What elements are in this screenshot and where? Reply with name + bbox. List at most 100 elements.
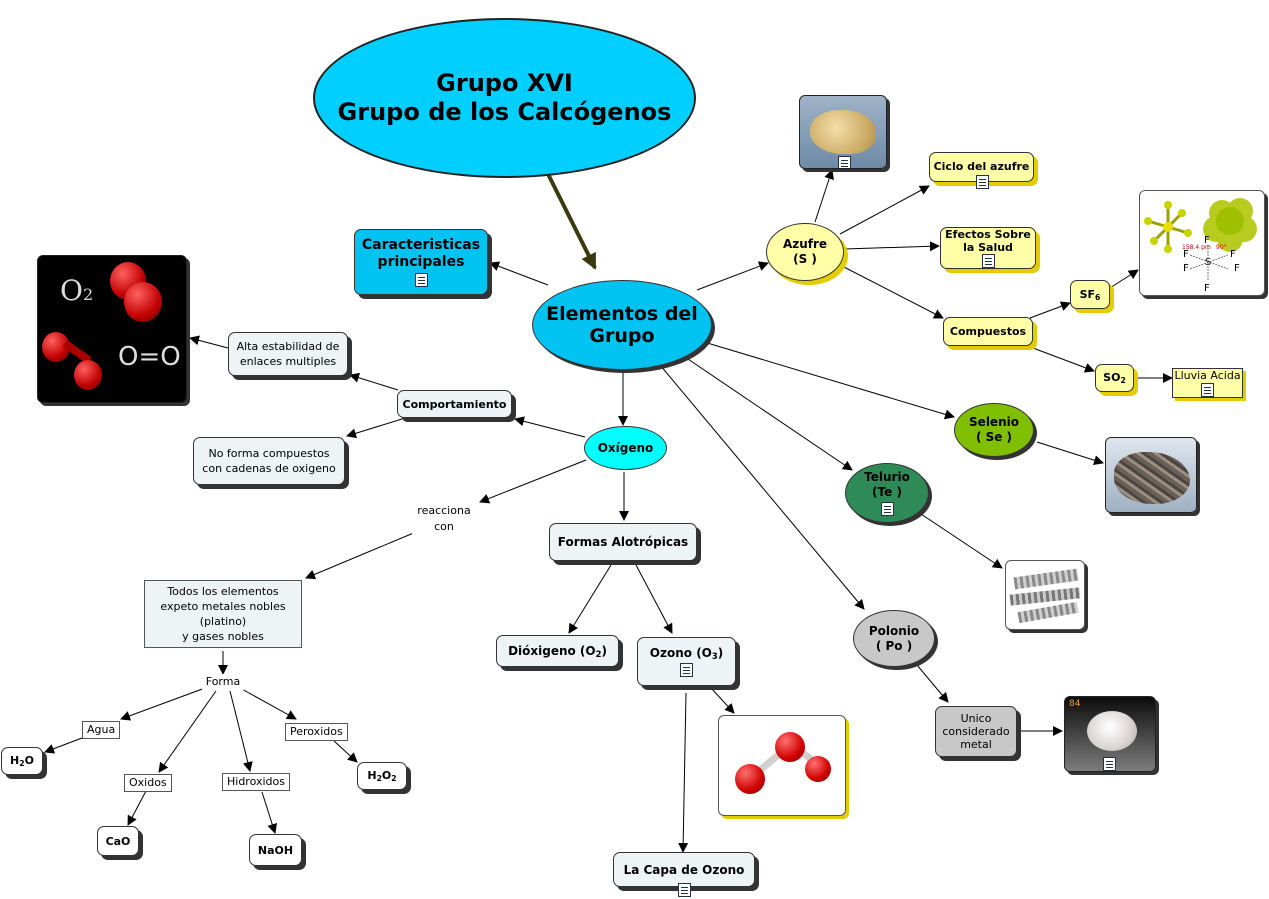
sf6-sub: 6 (1095, 292, 1101, 302)
azufre-line1: Azufre (782, 237, 828, 251)
arrow-comportamiento-alta (349, 372, 399, 391)
caracteristicas-line1: Caracteristicas (361, 237, 481, 253)
polonio-line2: ( Po ) (875, 638, 913, 653)
ozono-end: ) (717, 646, 724, 660)
ozono-sub: 3 (711, 651, 718, 661)
h2o2-formula: H2O2 (367, 769, 396, 783)
dioxigeno-node[interactable]: Dióxigeno (O2) (496, 635, 619, 667)
agua-label: Agua (82, 721, 121, 739)
tellurium-crystal (1013, 568, 1079, 590)
so2-node[interactable]: SO2 (1095, 364, 1134, 392)
noforma-node[interactable]: No forma compuestos con cadenas de oxige… (193, 437, 345, 485)
dioxigeno-base: Dióxigeno (O (508, 643, 596, 658)
document-icon[interactable] (1201, 383, 1214, 397)
ozone-atom (775, 732, 805, 762)
selenio-node[interactable]: Selenio ( Se ) (954, 403, 1034, 457)
arrow-center-azufre (696, 261, 769, 291)
cao-node[interactable]: CaO (97, 826, 139, 856)
arrow-polonio-unico (916, 664, 949, 703)
document-icon[interactable] (976, 175, 989, 189)
ciclo-node[interactable]: Ciclo del azufre (929, 152, 1034, 189)
selenium-rock (1114, 452, 1190, 504)
arrow-formas-ozono (635, 564, 673, 634)
h2o2-a: H (367, 769, 377, 782)
document-icon[interactable] (880, 502, 894, 516)
telurio-line2: (Te ) (872, 485, 902, 499)
ciclo-label: Ciclo del azufre (933, 160, 1030, 173)
lluvia-node[interactable]: Lluvia Acida (1172, 368, 1243, 398)
arrow-oxidos-cao (127, 790, 147, 826)
h2o2-node[interactable]: H2O2 (357, 762, 407, 790)
formas-label: Formas Alotrópicas (557, 535, 689, 549)
compuestos-node[interactable]: Compuestos (943, 317, 1033, 346)
document-icon[interactable] (838, 156, 851, 168)
selenio-line1: Selenio (969, 415, 1019, 429)
ozono-node[interactable]: Ozono (O3) (637, 637, 736, 686)
arrow-oxigeno-reacciona (479, 459, 587, 504)
arrow-forma-peroxidos (239, 687, 297, 720)
sf6-f-top: F (1204, 235, 1210, 246)
azufre-node[interactable]: Azufre (S ) (766, 223, 844, 281)
h2o-node[interactable]: H2O (1, 747, 43, 775)
efectos-line1: Efectos Sobre (945, 228, 1031, 241)
arrow-azufre-efectos (843, 241, 940, 252)
naoh-node[interactable]: NaOH (249, 834, 302, 866)
comportamiento-node[interactable]: Comportamiento (397, 390, 512, 418)
capa-node[interactable]: La Capa de Ozono (613, 852, 755, 897)
o2-label-base: O (60, 274, 83, 307)
efectos-line2: la Salud (963, 241, 1013, 254)
arrow-ozono-capa (678, 692, 689, 853)
ozono-formula: Ozono (O3) (650, 646, 723, 661)
azufre-line2: (S ) (793, 252, 817, 266)
center-line1: Elementos del (546, 303, 698, 325)
arrow-agua-h2o (44, 737, 83, 754)
todos-line4: y gases nobles (182, 630, 264, 643)
arrow-center-selenio (703, 341, 955, 420)
o2-atom (124, 282, 162, 322)
sf6-node[interactable]: SF6 (1070, 280, 1110, 309)
arrow-ozono-img (710, 687, 735, 714)
sf6-bond-length: 158.4 pm (1182, 244, 1211, 251)
so2-formula: SO2 (1103, 371, 1126, 385)
h2o-sub: 2 (19, 759, 25, 768)
h2o-b: O (24, 754, 34, 767)
todos-node[interactable]: Todos los elementos expeto metales noble… (144, 580, 302, 648)
arrow-azufre-img (814, 169, 834, 223)
document-icon[interactable] (678, 883, 691, 897)
naoh-label: NaOH (257, 843, 294, 857)
telurio-line1: Telurio (864, 470, 910, 484)
document-icon[interactable] (981, 254, 995, 268)
oxigeno-node[interactable]: Oxígeno (584, 426, 667, 470)
ozone-atom (735, 764, 765, 794)
arrow-azufre-compuestos (839, 264, 944, 319)
polonio-node[interactable]: Polonio ( Po ) (853, 610, 935, 667)
unico-line2: considerado (942, 725, 1010, 738)
sulfur-image (799, 95, 887, 169)
comportamiento-label: Comportamiento (402, 397, 507, 411)
title-line1: Grupo XVI (436, 69, 573, 97)
telurio-node[interactable]: Telurio (Te ) (845, 463, 929, 523)
formas-node[interactable]: Formas Alotrópicas (549, 523, 697, 561)
h2o-a: H (10, 754, 20, 767)
sf6-f-left2: F (1183, 263, 1189, 274)
center-node[interactable]: Elementos del Grupo (532, 280, 712, 370)
o2-label: O2 (60, 274, 93, 307)
title-node[interactable]: Grupo XVI Grupo de los Calcógenos (313, 18, 696, 178)
sf6-image: F F F S F F F 158.4 pm 90° (1139, 190, 1265, 296)
document-icon[interactable] (414, 273, 428, 287)
caracteristicas-node[interactable]: Caracteristicas principales (354, 229, 488, 295)
alta-line1: Alta estabilidad de (236, 340, 340, 353)
todos-line3: (platino) (199, 615, 247, 628)
document-icon[interactable] (1103, 757, 1116, 771)
cao-label: CaO (105, 834, 131, 848)
unico-node[interactable]: Unico considerado metal (935, 706, 1017, 757)
alta-node[interactable]: Alta estabilidad de enlaces multiples (228, 332, 348, 376)
h2o2-sub1: 2 (376, 774, 382, 783)
document-icon[interactable] (680, 663, 693, 677)
efectos-node[interactable]: Efectos Sobre la Salud (940, 227, 1036, 269)
oxigeno-label: Oxígeno (597, 441, 654, 455)
arrow-alta-o2img (189, 335, 229, 349)
polonium-image: 84 (1064, 696, 1156, 772)
selenium-image (1105, 437, 1197, 513)
tellurium-crystal (1017, 601, 1079, 624)
